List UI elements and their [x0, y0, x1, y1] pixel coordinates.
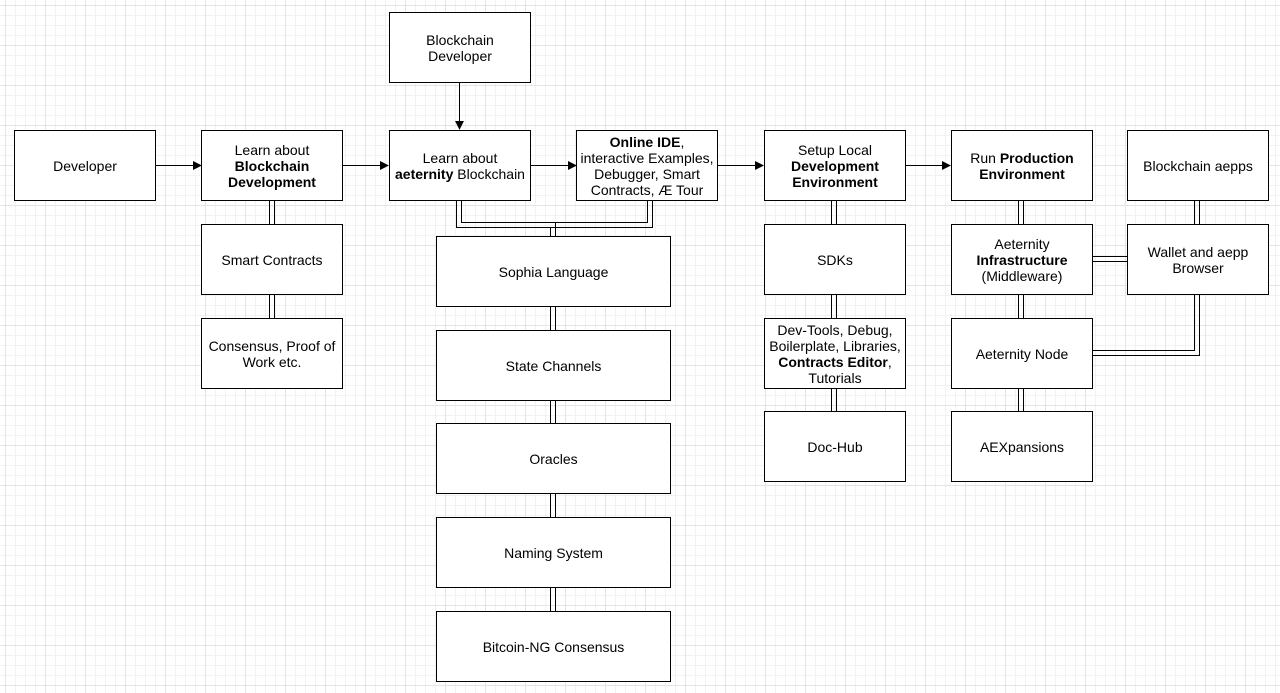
- online-ide-rest: , interactive Examples, Debugger, Smart …: [580, 133, 714, 198]
- aexpansions-label: AEXpansions: [979, 438, 1065, 455]
- aeternity-node-label: Aeternity Node: [975, 345, 1069, 362]
- smart-contracts-label: Smart Contracts: [221, 251, 323, 268]
- link-learn-aeternity-sophia: [456, 200, 556, 236]
- learn-blockchain-line1: Learn about: [234, 141, 310, 158]
- bitcoin-ng-node: Bitcoin-NG Consensus: [436, 611, 671, 682]
- sophia-node: Sophia Language: [436, 236, 671, 307]
- blockchain-developer-node: Blockchain Developer: [389, 12, 531, 83]
- link-oracles-naming: [550, 493, 556, 517]
- infrastructure-node: Aeternity Infrastructure (Middleware): [951, 224, 1093, 295]
- devtools-rest: , Tutorials: [808, 353, 892, 386]
- devtools-bold: Contracts Editor: [778, 353, 888, 370]
- link-sdks-devtools: [831, 294, 837, 318]
- naming-label: Naming System: [504, 544, 603, 561]
- consensus-pow-label: Consensus, Proof of Work etc.: [208, 337, 336, 370]
- state-channels-node: State Channels: [436, 330, 671, 401]
- link-run-production-infrastructure: [1018, 200, 1024, 224]
- consensus-pow-node: Consensus, Proof of Work etc.: [201, 318, 343, 389]
- devtools-node: Dev-Tools, Debug, Boilerplate, Libraries…: [764, 318, 906, 389]
- link-aepps-wallet: [1194, 200, 1200, 224]
- online-ide-node: Online IDE, interactive Examples, Debugg…: [576, 130, 718, 201]
- learn-aeternity-rest: Blockchain: [453, 165, 525, 182]
- naming-node: Naming System: [436, 517, 671, 588]
- wallet-label: Wallet and aepp Browser: [1147, 243, 1249, 276]
- link-state-channels-oracles: [550, 400, 556, 423]
- oracles-node: Oracles: [436, 423, 671, 494]
- link-infrastructure-node: [1018, 294, 1024, 318]
- developer-node: Developer: [14, 130, 156, 201]
- devtools-text: Dev-Tools, Debug, Boilerplate, Libraries…: [769, 321, 901, 354]
- doc-hub-node: Doc-Hub: [764, 411, 906, 482]
- link-sophia-state-channels: [550, 306, 556, 330]
- sophia-label: Sophia Language: [498, 263, 609, 280]
- bitcoin-ng-label: Bitcoin-NG Consensus: [482, 638, 625, 655]
- learn-blockchain-node: Learn about Blockchain Development: [201, 130, 343, 201]
- link-devtools-doc-hub: [831, 388, 837, 412]
- aepps-label: Blockchain aepps: [1143, 157, 1253, 174]
- link-online-ide-sophia: [550, 200, 653, 228]
- online-ide-bold: Online IDE: [609, 133, 681, 150]
- developer-label: Developer: [53, 157, 117, 174]
- link-learn-blockchain-smart-contracts: [269, 200, 275, 224]
- doc-hub-label: Doc-Hub: [807, 438, 863, 455]
- link-setup-local-sdks: [831, 200, 837, 224]
- link-smart-contracts-consensus: [269, 294, 275, 318]
- learn-aeternity-line1: Learn about: [422, 149, 498, 166]
- sdks-node: SDKs: [764, 224, 906, 295]
- setup-local-bold: Development Environment: [791, 157, 879, 190]
- blockchain-developer-label: Blockchain Developer: [426, 31, 494, 64]
- run-production-bold: Production Environment: [979, 149, 1074, 182]
- infrastructure-line1: Aeternity: [994, 235, 1050, 252]
- learn-aeternity-bold: aeternity: [395, 165, 454, 182]
- sdks-label: SDKs: [817, 251, 853, 268]
- link-infrastructure-wallet: [1092, 256, 1127, 262]
- aexpansions-node: AEXpansions: [951, 411, 1093, 482]
- infrastructure-rest: (Middleware): [981, 267, 1063, 284]
- learn-blockchain-bold: Blockchain Development: [228, 157, 316, 190]
- run-production-node: Run Production Environment: [951, 130, 1093, 201]
- link-node-wallet: [1092, 294, 1200, 356]
- infrastructure-bold: Infrastructure: [976, 251, 1068, 268]
- oracles-label: Oracles: [529, 450, 578, 467]
- setup-local-line1: Setup Local: [798, 141, 872, 158]
- link-node-aexpansions: [1018, 388, 1024, 412]
- state-channels-label: State Channels: [505, 357, 602, 374]
- setup-local-node: Setup Local Development Environment: [764, 130, 906, 201]
- aeternity-node-node: Aeternity Node: [951, 318, 1093, 389]
- wallet-node: Wallet and aepp Browser: [1127, 224, 1269, 295]
- learn-aeternity-node: Learn about aeternity Blockchain: [389, 130, 531, 201]
- run-production-line1: Run: [970, 149, 1000, 166]
- smart-contracts-node: Smart Contracts: [201, 224, 343, 295]
- aepps-node: Blockchain aepps: [1127, 130, 1269, 201]
- link-naming-bitcoin-ng: [550, 587, 556, 611]
